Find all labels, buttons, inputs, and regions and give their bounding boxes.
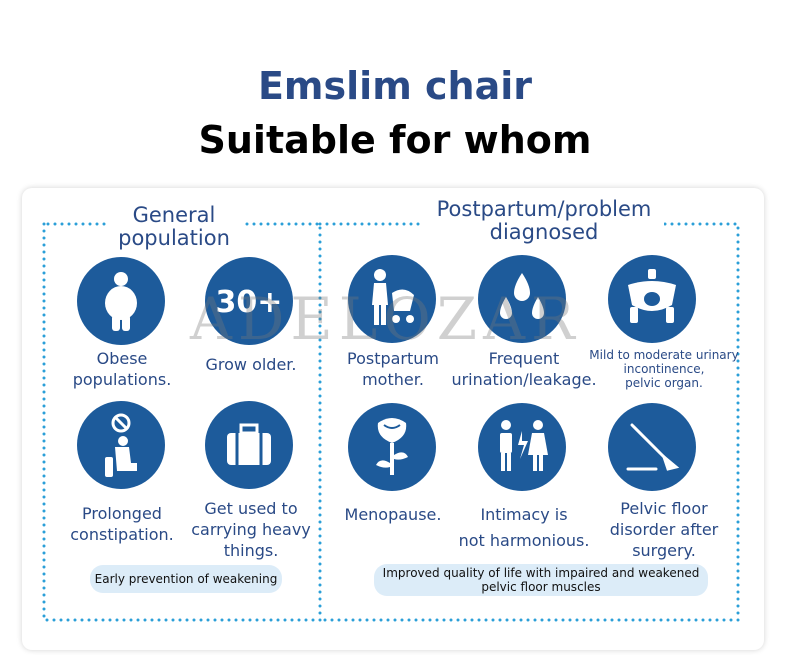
constipation-label-line1: Prolonged — [82, 504, 162, 523]
page-subtitle: Suitable for whom — [198, 118, 592, 162]
age-30-plus-icon: 30+ — [205, 257, 293, 345]
grow-older-label-line1: Grow older. — [205, 355, 297, 374]
postpartum-pill-line1: Improved quality of life with impaired a… — [382, 566, 700, 580]
pelvic-organ-line3: pelvic organ. — [625, 376, 703, 390]
obese-label-line1: Obese — [96, 349, 148, 368]
suitcase-label-line2: carrying heavy — [191, 520, 311, 539]
general-frame — [42, 222, 322, 622]
pelvic-organ-line2: incontinence, — [623, 362, 705, 376]
urination-label: Frequent urination/leakage. — [446, 348, 602, 390]
menopause-label: Menopause. — [322, 504, 464, 525]
postpartum-title-line2: diagnosed — [489, 220, 599, 244]
surgery-label-line1: Pelvic floor — [620, 499, 708, 518]
suitcase-label-line1: Get used to — [204, 499, 298, 518]
scalpel-icon — [608, 403, 696, 491]
postpartum-title: Postpartum/problem diagnosed — [424, 198, 664, 244]
surgery-label-line2: disorder after — [609, 520, 719, 539]
obese-person-icon — [77, 257, 165, 345]
pelvic-floor-surgery-label: Pelvic floor disorder after surgery. — [588, 498, 740, 561]
info-card: General population Postpartum/problem di… — [22, 188, 764, 650]
general-title-line1: General — [132, 203, 216, 227]
postpartum-title-line1: Postpartum/problem — [436, 197, 652, 221]
constipation-label-line2: constipation. — [70, 525, 174, 544]
postpartum-mother-line1: Postpartum — [346, 349, 439, 368]
obese-label: Obese populations. — [42, 348, 202, 390]
general-pill: Early prevention of weakening — [90, 565, 282, 593]
postpartum-mother-line2: mother. — [362, 370, 424, 389]
pelvic-organ-label: Mild to moderate urinary incontinence, p… — [588, 348, 740, 390]
general-title-line2: population — [118, 226, 230, 250]
dotted-frames — [42, 222, 740, 622]
age-icon-text: 30+ — [216, 285, 283, 320]
postpartum-mother-label: Postpartum mother. — [322, 348, 464, 390]
intimacy-label: Intimacy is not harmonious. — [446, 504, 602, 551]
surgery-label-line3: surgery. — [632, 541, 696, 560]
suitcase-label: Get used to carrying heavy things. — [172, 498, 330, 561]
page-title: Emslim chair — [257, 64, 533, 108]
rose-icon — [348, 403, 436, 491]
suitcase-label-line3: things. — [223, 541, 279, 560]
constipation-icon — [77, 401, 165, 489]
pelvic-organ-line1: Mild to moderate urinary — [589, 348, 739, 362]
droplets-icon — [478, 255, 566, 343]
postpartum-frame — [318, 222, 740, 622]
postpartum-pill-line2: pelvic floor muscles — [481, 580, 601, 594]
obese-label-line2: populations. — [72, 370, 172, 389]
general-title: General population — [110, 204, 238, 250]
intimacy-label-line1: Intimacy is — [480, 505, 568, 524]
mother-stroller-icon — [348, 255, 436, 343]
constipation-label: Prolonged constipation. — [42, 503, 202, 545]
intimacy-label-line2: not harmonious. — [458, 531, 590, 550]
menopause-label-line1: Menopause. — [344, 505, 442, 524]
postpartum-pill: Improved quality of life with impaired a… — [374, 564, 708, 596]
couple-icon — [478, 403, 566, 491]
watermark-logo: ADELOZAR — [190, 285, 581, 353]
urination-label-line2: urination/leakage. — [451, 370, 597, 389]
suitcase-icon — [205, 401, 293, 489]
urination-label-line1: Frequent — [488, 349, 560, 368]
grow-older-label: Grow older. — [172, 354, 330, 375]
pelvis-icon — [608, 255, 696, 343]
